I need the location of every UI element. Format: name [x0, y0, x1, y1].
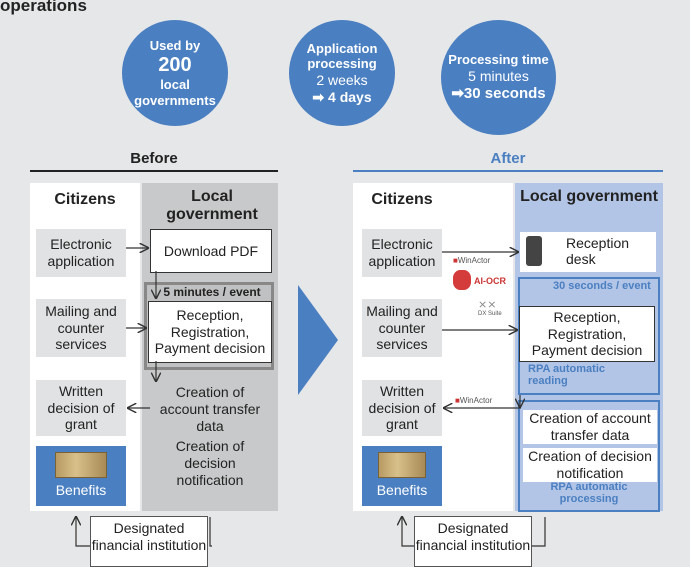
stat-circle-processing: Processing time 5 minutes ➡30 seconds [441, 20, 556, 135]
winactor-logo: ■WinActor [453, 256, 491, 265]
arrow-right-icon: ➡ [312, 88, 325, 105]
after-seconds-event: 30 seconds / event [553, 280, 651, 292]
after-mailing: Mailing and counter services [362, 299, 442, 357]
aiocr-logo-icon [453, 270, 471, 290]
winactor-logo-2: ■WinActor [455, 396, 493, 405]
after-header: After [490, 150, 526, 167]
stat-circle-application: Application processing 2 weeks ➡ 4 days [289, 20, 395, 126]
after-local-gov-heading: Local government [520, 188, 658, 205]
after-creation-account: Creation of account transfer data [523, 410, 657, 444]
before-citizens-heading: Citizens [54, 191, 116, 208]
stat-circle-governments: Used by 200 local governments [122, 20, 228, 126]
dx-suite-icon: ⨯⨯ [478, 299, 497, 311]
dx-suite-label: DX Suite [478, 311, 502, 317]
transition-arrow-icon [298, 285, 338, 395]
arrow-after-bank-return [402, 517, 414, 547]
before-electronic-application: Electronic application [36, 229, 126, 277]
before-download-pdf: Download PDF [150, 229, 272, 273]
before-reception-box: Reception, Registration, Payment decisio… [148, 301, 272, 363]
banknote-icon [378, 452, 426, 478]
after-reception-box: Reception, Registration, Payment decisio… [519, 306, 655, 362]
arrow-right-icon: ➡ [451, 84, 464, 102]
arrow-before-bank-line [209, 517, 212, 547]
page-title: operations [0, 0, 87, 15]
aiocr-label: AI-OCR [474, 276, 506, 286]
phone-icon [526, 236, 542, 266]
after-rpa-reading: RPA automatic reading [528, 363, 606, 387]
after-written-decision: Written decision of grant [362, 380, 442, 436]
banknote-icon [55, 452, 107, 478]
after-electronic-application: Electronic application [362, 229, 442, 277]
before-written-decision: Written decision of grant [36, 380, 126, 436]
arrow-after-bank-line [532, 517, 546, 547]
after-divider [353, 170, 663, 172]
arrow-before-bank-return [76, 517, 90, 547]
before-header: Before [130, 150, 178, 167]
after-benefits: Benefits [362, 446, 442, 506]
before-minutes-event: 5 minutes / event [163, 285, 261, 299]
before-creation-decision: Creation of decision notification [175, 438, 245, 488]
after-citizens-heading: Citizens [371, 191, 433, 208]
after-reception-desk: Reception desk [520, 232, 656, 272]
before-designated-institution: Designated financial institution [90, 516, 208, 567]
after-rpa-processing: RPA automatic processing [550, 481, 628, 505]
after-designated-institution: Designated financial institution [414, 516, 532, 567]
before-mailing: Mailing and counter services [36, 299, 126, 357]
before-benefits: Benefits [36, 446, 126, 506]
before-divider [30, 170, 278, 172]
before-creation-account: Creation of account transfer data [159, 384, 261, 434]
after-creation-decision: Creation of decision notification [523, 448, 657, 482]
before-local-gov-heading: Local government [166, 188, 258, 224]
